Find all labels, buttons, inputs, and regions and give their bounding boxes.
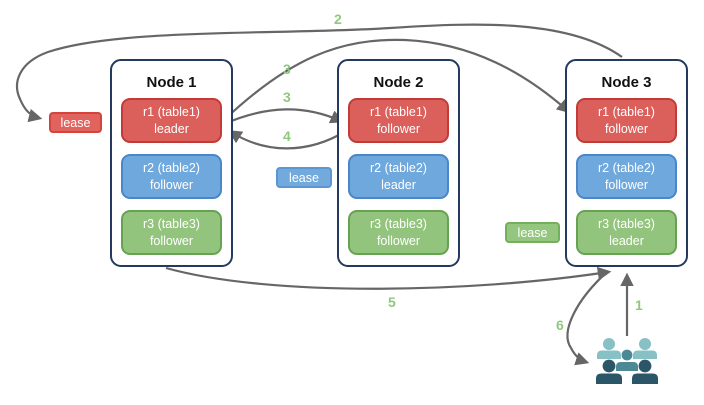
replica-role: follower [604,177,649,192]
node3-r1-replica: r1 (table1) follower [576,98,677,143]
replica-role: leader [609,233,644,248]
node2-r2-replica: r2 (table2) leader [348,154,449,199]
replica-role: leader [381,177,416,192]
step-label-1: 1 [635,297,643,313]
replica-role: follower [376,121,421,136]
arrow-step-6 [566,270,609,366]
arrow-step-2 [15,23,623,123]
node-2-box: Node 2 r1 (table1) follower r2 (table2) … [337,59,460,267]
node1-r2-replica: r2 (table2) follower [121,154,222,199]
arrow-step-5 [165,266,612,290]
node2-r3-replica: r3 (table3) follower [348,210,449,255]
node3-r2-replica: r2 (table2) follower [576,154,677,199]
replica-name: r2 (table2) [143,161,200,176]
replica-role: follower [149,233,194,248]
replica-role: follower [604,121,649,136]
replica-name: r1 (table1) [370,105,427,120]
replica-role: follower [376,233,421,248]
node-3-box: Node 3 r1 (table1) follower r2 (table2) … [565,59,688,267]
step-label-2: 2 [334,11,342,27]
replica-name: r3 (table3) [598,217,655,232]
replica-name: r3 (table3) [370,217,427,232]
node2-r1-replica: r1 (table1) follower [348,98,449,143]
node-1-box: Node 1 r1 (table1) leader r2 (table2) fo… [110,59,233,267]
lease-tag-blue: lease [276,167,332,188]
replica-name: r1 (table1) [143,105,200,120]
node-1-title: Node 1 [146,74,197,91]
node3-r3-replica: r3 (table3) leader [576,210,677,255]
replica-name: r2 (table2) [370,161,427,176]
node1-r3-replica: r3 (table3) follower [121,210,222,255]
step-label-6: 6 [556,317,564,333]
arrow-step-3-to-node2 [223,108,345,126]
lease-tag-red: lease [49,112,102,133]
lease-tag-green: lease [505,222,560,243]
node1-r1-replica: r1 (table1) leader [121,98,222,143]
step-label-3-lower: 3 [283,89,291,105]
replica-name: r1 (table1) [598,105,655,120]
step-label-5: 5 [388,294,396,310]
replica-name: r2 (table2) [598,161,655,176]
node-3-title: Node 3 [601,74,652,91]
node-2-title: Node 2 [373,74,424,91]
step-label-4: 4 [283,128,291,144]
users-icon [596,338,658,384]
replica-role: follower [149,177,194,192]
replica-role: leader [154,121,189,136]
step-label-3-upper: 3 [283,61,291,77]
replica-name: r3 (table3) [143,217,200,232]
